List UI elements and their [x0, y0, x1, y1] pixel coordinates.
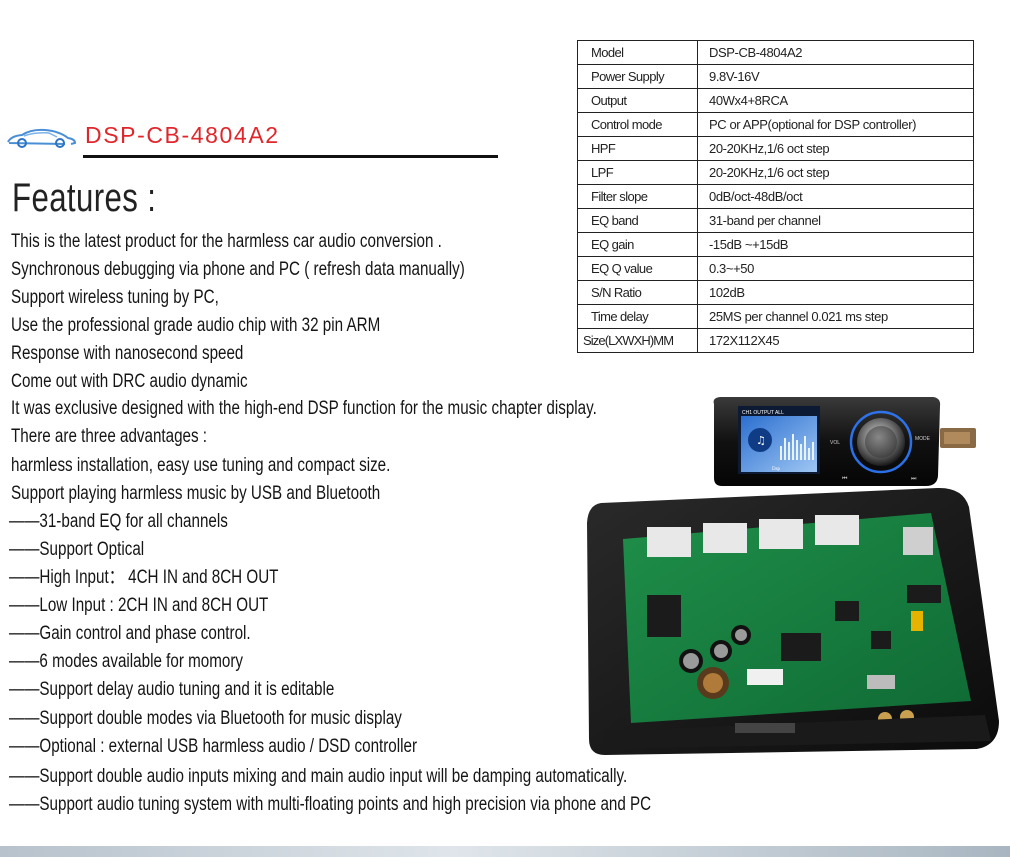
spec-value: 172X112X45	[697, 328, 974, 353]
spec-value: 9.8V-16V	[697, 64, 974, 89]
spec-key: EQ gain	[577, 232, 698, 257]
spec-row: EQ gain-15dB ~+15dB	[577, 232, 974, 257]
svg-text:♫: ♫	[756, 434, 766, 447]
spec-value: 31-band per channel	[697, 208, 974, 233]
svg-text:⏭: ⏭	[911, 475, 917, 482]
spec-key: EQ Q value	[577, 256, 698, 281]
spec-key: EQ band	[577, 208, 698, 233]
spec-value: 0.3~+50	[697, 256, 974, 281]
feature-item: ——Support double audio inputs mixing and…	[9, 766, 628, 787]
title-underline	[83, 155, 498, 158]
controller-mode-label: MODE	[915, 436, 931, 442]
feature-item: ——High Input： 4CH IN and 8CH OUT	[9, 567, 279, 588]
product-name: DSP-CB-4804A2	[85, 122, 280, 148]
controller-brand-mark: Dsp	[772, 467, 781, 472]
spec-key: LPF	[577, 160, 698, 185]
spec-value: 20-20KHz,1/6 oct step	[697, 160, 974, 185]
spec-key: Filter slope	[577, 184, 698, 209]
spec-key: Control mode	[577, 112, 698, 137]
spec-key: Time delay	[577, 304, 698, 329]
spec-value: 25MS per channel 0.021 ms step	[697, 304, 974, 329]
feature-item: harmless installation, easy use tuning a…	[11, 455, 391, 476]
feature-item: ——31-band EQ for all channels	[9, 511, 228, 532]
amplifier-board-image	[587, 487, 999, 755]
features-title: Features :	[12, 176, 157, 220]
feature-item: There are three advantages :	[11, 426, 208, 447]
spec-value: 40Wx4+8RCA	[697, 88, 974, 113]
feature-item: This is the latest product for the harml…	[11, 231, 442, 252]
feature-item: ——Support Optical	[9, 539, 145, 560]
spec-key: HPF	[577, 136, 698, 161]
spec-key: Output	[577, 88, 698, 113]
feature-item: Response with nanosecond speed	[11, 343, 244, 364]
spec-value: 20-20KHz,1/6 oct step	[697, 136, 974, 161]
spec-value: 102dB	[697, 280, 974, 305]
feature-item: Support playing harmless music by USB an…	[11, 483, 381, 504]
brand-header: DSP-CB-4804A2	[5, 122, 498, 160]
feature-item: Use the professional grade audio chip wi…	[11, 315, 381, 336]
controller-vol-label: VOL	[830, 440, 840, 446]
feature-item: Come out with DRC audio dynamic	[11, 371, 248, 392]
spec-key: Power Supply	[577, 64, 698, 89]
feature-item: ——Gain control and phase control.	[9, 623, 251, 644]
controller-screen-header: CH1 OUTPUT ALL	[742, 410, 784, 416]
feature-item: ——Optional : external USB harmless audio…	[9, 736, 418, 757]
spec-value: -15dB ~+15dB	[697, 232, 974, 257]
feature-item: ——Low Input : 2CH IN and 8CH OUT	[9, 595, 269, 616]
spec-key: Model	[577, 40, 698, 65]
feature-item: ——Support delay audio tuning and it is e…	[9, 679, 335, 700]
spec-value: 0dB/oct-48dB/oct	[697, 184, 974, 209]
feature-item: Synchronous debugging via phone and PC (…	[11, 259, 465, 280]
feature-item: ——6 modes available for momory	[9, 651, 243, 672]
footer-bar	[0, 846, 1010, 857]
spec-value: PC or APP(optional for DSP controller)	[697, 112, 974, 137]
spec-value: DSP-CB-4804A2	[697, 40, 974, 65]
svg-text:⏮: ⏮	[842, 475, 848, 482]
spec-key: Size(LXWXH)MM	[577, 328, 698, 353]
spec-key: S/N Ratio	[577, 280, 698, 305]
feature-item: ——Support double modes via Bluetooth for…	[9, 708, 402, 729]
feature-item: Support wireless tuning by PC,	[11, 287, 219, 308]
feature-item: ——Support audio tuning system with multi…	[9, 794, 652, 815]
feature-item: It was exclusive designed with the high-…	[11, 398, 597, 419]
dsp-controller-image: CH1 OUTPUT ALL ♫ Dsp VOL MODE ⏮ ⏭	[713, 397, 976, 486]
car-logo-icon	[7, 128, 77, 148]
